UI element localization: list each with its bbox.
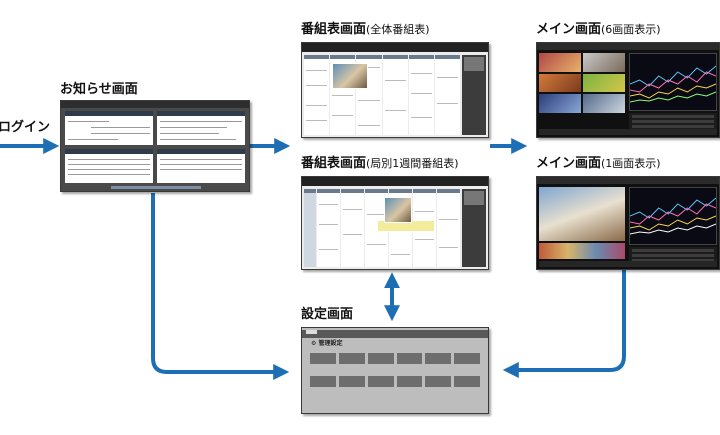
- arrow-notice-to-settings: [151, 193, 290, 380]
- main6-title: メイン画面: [536, 22, 602, 37]
- main-single-screen-thumbnail: [536, 176, 720, 270]
- settings-heading-text: 管理設定: [318, 340, 343, 347]
- video-tile: [583, 73, 625, 93]
- epg-station-title: 番組表画面: [301, 156, 367, 171]
- settings-screen-thumbnail: ⚙ 管理設定: [301, 327, 489, 414]
- video-tile: [539, 73, 581, 93]
- epg-station-label: 番組表画面(局別1週間番組表): [301, 156, 459, 172]
- settings-heading: ⚙ 管理設定: [311, 340, 343, 347]
- notice-screen-label: お知らせ画面: [60, 82, 138, 97]
- video-main-view: [539, 187, 625, 241]
- notice-title-bar: [61, 101, 249, 108]
- arrow-main-to-settings: [502, 270, 626, 378]
- main1-label: メイン画面(1画面表示): [536, 156, 661, 172]
- settings-menu-button: [367, 353, 394, 364]
- video-tile: [539, 94, 581, 113]
- notice-pane: [65, 111, 153, 145]
- settings-menu-button: [338, 353, 365, 364]
- settings-menu-button: [454, 353, 480, 364]
- notice-pane: [157, 111, 245, 145]
- settings-menu-button: [425, 376, 452, 387]
- settings-menu-button: [425, 353, 452, 364]
- settings-menu-button: [396, 376, 423, 387]
- settings-screen-label: 設定画面: [301, 307, 354, 322]
- notice-screen-thumbnail: [60, 100, 250, 192]
- program-thumbnail-image: [332, 63, 368, 89]
- settings-menu-button: [367, 376, 394, 387]
- notice-pane: [65, 149, 153, 183]
- main-six-screen-thumbnail: [536, 42, 720, 138]
- video-tile: [583, 53, 625, 72]
- epg-all-subtitle: (全体番組表): [366, 23, 430, 36]
- settings-menu-button: [396, 353, 423, 364]
- main1-subtitle: (1画面表示): [601, 157, 661, 170]
- rating-chart: [629, 53, 717, 111]
- program-thumbnail-image: [384, 197, 412, 223]
- epg-station-thumbnail: [301, 176, 489, 270]
- epg-station-subtitle: (局別1週間番組表): [366, 157, 459, 170]
- video-tile: [539, 53, 581, 72]
- main1-title: メイン画面: [536, 156, 602, 171]
- epg-all-label: 番組表画面(全体番組表): [301, 22, 430, 38]
- settings-menu-button: [454, 376, 480, 387]
- main6-label: メイン画面(6画面表示): [536, 22, 661, 38]
- main6-subtitle: (6画面表示): [601, 23, 661, 36]
- settings-menu-button: [338, 376, 365, 387]
- settings-menu-button: [310, 376, 336, 387]
- epg-all-thumbnail: [301, 42, 489, 138]
- settings-menu-button: [310, 353, 336, 364]
- rating-chart: [629, 187, 717, 245]
- video-tile: [583, 94, 625, 113]
- login-label: ログイン: [0, 120, 51, 135]
- epg-all-title: 番組表画面: [301, 22, 367, 37]
- notice-pane: [157, 149, 245, 183]
